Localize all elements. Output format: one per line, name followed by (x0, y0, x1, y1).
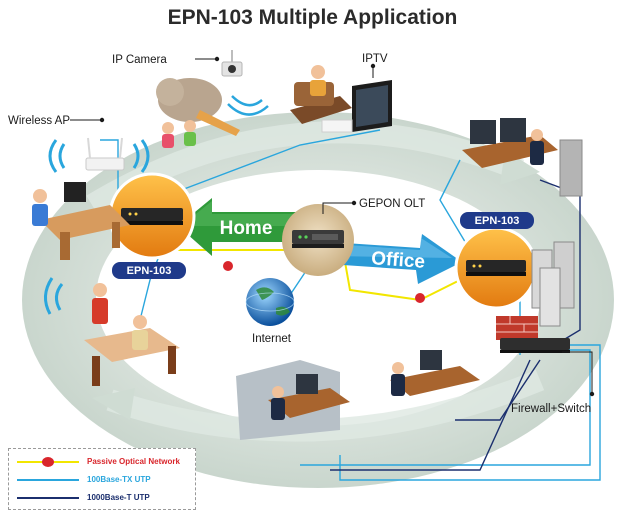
office-top-scene (462, 118, 583, 197)
epn-103-office-badge-text: EPN-103 (475, 215, 520, 227)
iptv-pointer-dot (370, 63, 376, 69)
ip-camera-pointer-dot (214, 56, 220, 62)
home-arrow-label: Home (220, 218, 273, 239)
legend-swatch-100base (17, 479, 79, 481)
epn-103-office-badge: EPN-103 (460, 212, 534, 229)
epn-103-home-badge: EPN-103 (112, 262, 186, 279)
iptv-scene (290, 65, 392, 133)
legend-row-1000base: 1000Base-T UTP (17, 491, 193, 505)
ip-camera-icon (221, 50, 269, 116)
legend: Passive Optical Network 100Base-TX UTP 1… (8, 448, 196, 510)
epn-103-home-device (108, 172, 196, 260)
firewall-switch-pointer (562, 351, 593, 392)
gepon-olt-label: GEPON OLT (359, 198, 425, 210)
legend-label-1000base: 1000Base-T UTP (87, 493, 150, 502)
home-desk-scene (32, 182, 130, 260)
legend-swatch-1000base (17, 497, 79, 499)
gepon-olt-pointer-dot (351, 200, 357, 206)
office-bottom-left-scene (236, 360, 350, 440)
legend-label-100base: 100Base-TX UTP (87, 475, 151, 484)
home-arrow: Home (178, 198, 300, 256)
office-bottom-right-scene (390, 350, 480, 396)
legend-row-100base: 100Base-TX UTP (17, 473, 193, 487)
epn-103-office-device (454, 226, 538, 310)
iptv-label: IPTV (362, 53, 388, 65)
office-arrow-label: Office (371, 248, 426, 273)
gepon-olt-device (282, 204, 354, 276)
pon-marker-icon (42, 457, 54, 467)
dining-scene (44, 277, 180, 386)
server-rack-cluster (531, 241, 575, 327)
firewall-switch-device (496, 316, 570, 353)
epn-103-home-badge-text: EPN-103 (127, 265, 172, 277)
firewall-switch-label: Firewall+Switch (511, 403, 591, 415)
wireless-ap-icon (48, 137, 150, 173)
page-title: EPN-103 Multiple Application (167, 6, 458, 29)
ip-camera-label: IP Camera (112, 54, 167, 66)
gepon-olt-pointer (322, 202, 352, 214)
internet-label: Internet (252, 333, 292, 345)
legend-label-pon: Passive Optical Network (87, 457, 180, 466)
legend-row-pon: Passive Optical Network (17, 455, 193, 469)
internet-globe-icon (245, 278, 295, 326)
wireless-ap-pointer-dot (99, 117, 105, 123)
firewall-switch-pointer-dot (589, 391, 595, 397)
wireless-ap-label: Wireless AP (8, 115, 70, 127)
playground-scene (156, 78, 240, 148)
office-arrow: Office (328, 234, 462, 284)
